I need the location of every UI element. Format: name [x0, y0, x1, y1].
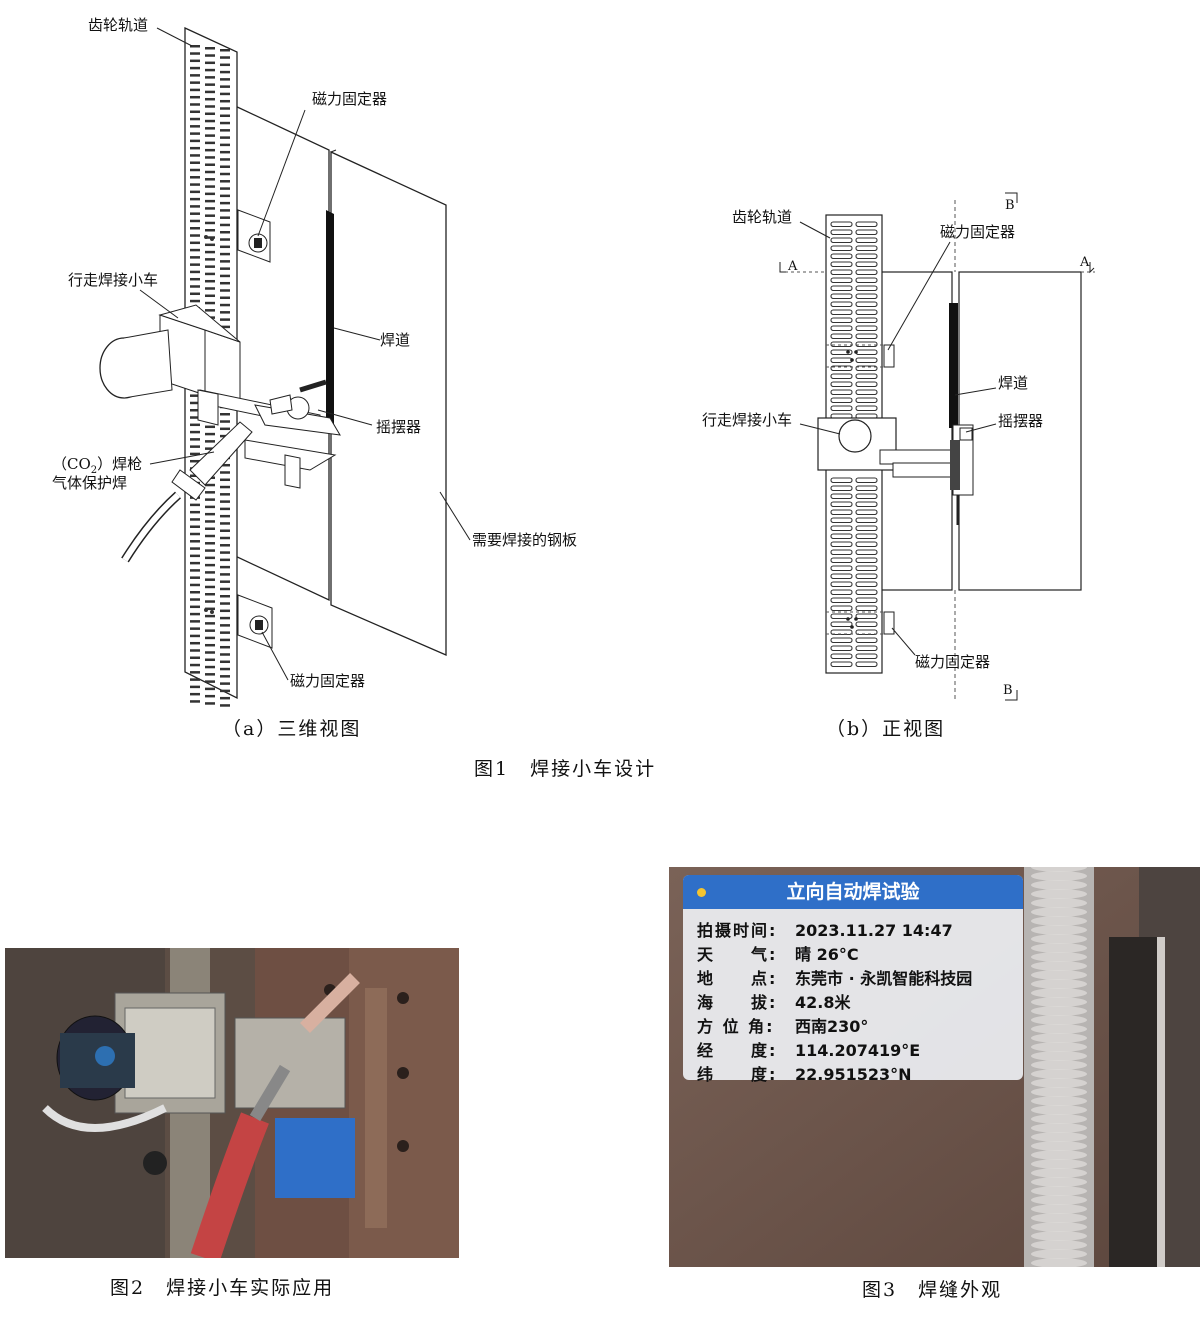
overlay-row-value: 22.951523°N: [795, 1065, 912, 1084]
label-a-magnet-bottom: 磁力固定器: [290, 672, 366, 690]
overlay-row: 海 拔: 42.8米: [697, 989, 850, 1013]
label-a-carriage: 行走焊接小车: [68, 271, 159, 289]
caption-fig1: 图1 焊接小车设计: [474, 758, 657, 780]
label-a-weld-bead: 焊道: [380, 331, 411, 349]
caption-fig3: 图3 焊缝外观: [862, 1279, 1003, 1301]
caption-fig2: 图2 焊接小车实际应用: [110, 1277, 335, 1299]
figure1a-drawing: [99, 26, 471, 707]
label-b-magnet-bottom: 磁力固定器: [915, 653, 991, 671]
overlay-row: 方 位 角: 西南230°: [697, 1013, 868, 1037]
overlay-row-key: 海 拔:: [697, 993, 778, 1012]
overlay-row-key: 拍摄时间:: [697, 921, 778, 940]
figure1b-drawing: [779, 192, 1095, 701]
label-a-magnet-top: 磁力固定器: [312, 90, 388, 108]
overlay-dot-icon: [697, 888, 706, 897]
overlay-row: 纬 度: 22.951523°N: [697, 1061, 912, 1085]
label-b-section-a-right: A: [1080, 255, 1090, 270]
overlay-row-key: 地 点:: [697, 969, 778, 988]
overlay-row-value: 西南230°: [795, 1017, 869, 1036]
label-a-gas-shield: 气体保护焊: [52, 474, 128, 492]
label-a-steel-plate: 需要焊接的钢板: [472, 531, 578, 549]
label-b-section-b-top: B: [1005, 198, 1015, 213]
label-b-carriage: 行走焊接小车: [702, 411, 793, 429]
overlay-row: 拍摄时间: 2023.11.27 14:47: [697, 917, 953, 941]
caption-fig1a: （a）三维视图: [222, 718, 362, 740]
label-b-section-b-bottom: B: [1003, 683, 1013, 698]
overlay-row-value: 42.8米: [795, 993, 851, 1012]
overlay-row-key: 经 度:: [697, 1041, 778, 1060]
overlay-row: 天 气: 晴 26°C: [697, 941, 859, 965]
overlay-row-key: 天 气:: [697, 945, 778, 964]
label-b-magnet-top: 磁力固定器: [940, 223, 1016, 241]
overlay-title: 立向自动焊试验: [683, 875, 1023, 909]
overlay-row-value: 晴 26°C: [795, 945, 859, 964]
overlay-row-value: 114.207419°E: [795, 1041, 921, 1060]
overlay-row: 经 度: 114.207419°E: [697, 1037, 920, 1061]
label-a-gear-track: 齿轮轨道: [88, 16, 149, 34]
label-b-gear-track: 齿轮轨道: [732, 208, 793, 226]
overlay-row: 地 点: 东莞市 · 永凯智能科技园: [697, 965, 972, 989]
label-b-weld-bead: 焊道: [998, 374, 1029, 392]
label-b-section-a-left: A: [788, 259, 798, 274]
overlay-row-value: 2023.11.27 14:47: [795, 921, 953, 940]
caption-fig1b: （b）正视图: [826, 718, 946, 740]
overlay-row-key: 方 位 角:: [697, 1017, 775, 1036]
label-a-torch: （CO2）焊枪: [52, 455, 143, 476]
label-a-oscillator: 摇摆器: [376, 418, 422, 436]
figure2-photo: [5, 948, 459, 1258]
overlay-row-value: 东莞市 · 永凯智能科技园: [795, 969, 973, 988]
overlay-row-key: 纬 度:: [697, 1065, 778, 1084]
label-b-oscillator: 摇摆器: [998, 412, 1044, 430]
